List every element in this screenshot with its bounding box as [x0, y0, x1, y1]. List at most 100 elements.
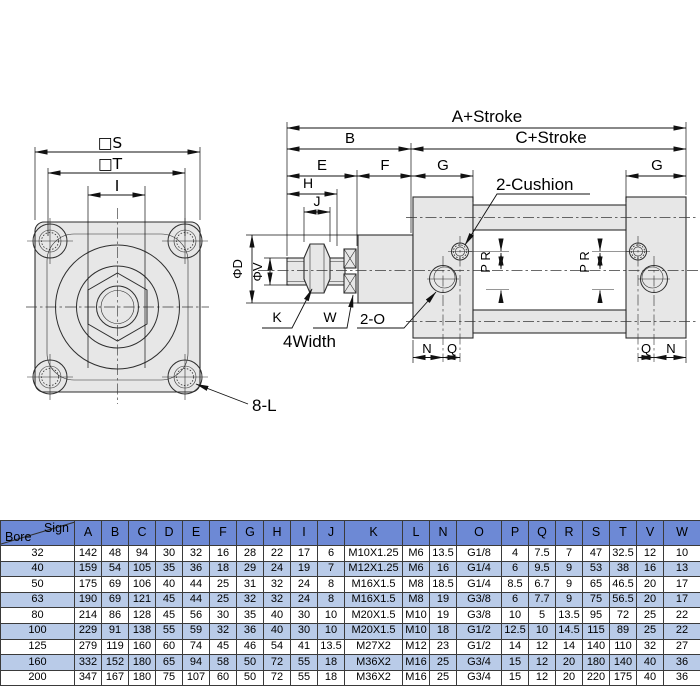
table-cell: 47	[582, 545, 610, 562]
table-cell: 152	[101, 654, 129, 671]
rod-circle-inner	[100, 290, 135, 324]
table-cell: 12.5	[501, 622, 529, 640]
rod-circle-outer	[96, 285, 139, 329]
table-cell: 40	[636, 669, 664, 687]
table-cell: 121	[128, 591, 156, 609]
table-cell: 75	[155, 669, 183, 687]
table-cell: 72	[609, 607, 637, 624]
table-cell: 69	[101, 591, 129, 609]
table-cell: 107	[182, 669, 210, 687]
table-cell: 167	[101, 669, 129, 687]
dim-label-phi-d: ΦD	[230, 259, 245, 279]
table-cell: 54	[101, 560, 129, 578]
table-cell: M8	[402, 576, 430, 593]
table-cell: 15	[501, 654, 529, 671]
table-cell: 45	[209, 638, 237, 656]
table-cell: M16	[402, 669, 430, 687]
table-cell: 10	[663, 545, 700, 562]
port-callout-label: 2-O	[360, 311, 385, 328]
table-cell: 40	[155, 576, 183, 593]
table-cell: 91	[101, 622, 129, 640]
front-boss	[357, 234, 414, 304]
table-cell: G1/4	[456, 560, 502, 578]
dim-label-c-stroke: C+Stroke	[515, 128, 586, 147]
col-header-B: B	[101, 520, 129, 546]
col-header-D: D	[155, 520, 183, 546]
table-cell: 190	[74, 591, 102, 609]
table-cell: 17	[663, 591, 700, 609]
col-header-P: P	[501, 520, 529, 546]
table-cell: 44	[182, 576, 210, 593]
table-cell: 12	[528, 669, 556, 687]
table-cell: 106	[128, 576, 156, 593]
table-cell: 110	[609, 638, 637, 656]
side-view: A+Stroke B C+Stroke E F G G H J ΦD	[230, 107, 698, 363]
table-cell: 74	[182, 638, 210, 656]
table-cell: G3/4	[456, 669, 502, 687]
table-cell: M12X1.25	[344, 560, 403, 578]
table-cell: M10X1.25	[344, 545, 403, 562]
table-cell: 35	[155, 560, 183, 578]
col-header-O: O	[456, 520, 502, 546]
dim-label-t: □T	[98, 155, 123, 173]
table-cell: 19	[429, 607, 457, 624]
wrench-flats	[343, 248, 357, 294]
table-cell: 25	[429, 654, 457, 671]
bore-cell: 125	[0, 638, 75, 656]
table-cell: 19	[290, 560, 318, 578]
dim-label-pr-right: P R	[577, 251, 592, 272]
table-cell: 32.5	[609, 545, 637, 562]
dim-pr-right: P R	[577, 238, 630, 303]
table-cell: 175	[74, 576, 102, 593]
table-cell: 20	[636, 576, 664, 593]
dim-label-h: H	[303, 175, 313, 191]
table-cell: 20	[555, 654, 583, 671]
table-cell: 69	[101, 576, 129, 593]
port-right	[638, 265, 670, 293]
table-cell: 18	[317, 654, 345, 671]
table-cell: 140	[582, 638, 610, 656]
table-cell: M36X2	[344, 669, 403, 687]
table-cell: 59	[182, 622, 210, 640]
flats-callout-label: W	[323, 309, 337, 325]
dim-label-n-left: N	[422, 341, 431, 356]
table-cell: 75	[582, 591, 610, 609]
table-cell: 24	[290, 576, 318, 593]
col-header-H: H	[263, 520, 291, 546]
bore-cell: 200	[0, 669, 75, 687]
technical-drawing: □S □T I 8-L	[26, 107, 698, 415]
table-cell: 60	[155, 638, 183, 656]
table-cell: 105	[128, 560, 156, 578]
dim-label-g-left: G	[437, 157, 449, 174]
table-cell: M16	[402, 654, 430, 671]
table-cell: 12	[528, 638, 556, 656]
table-cell: 41	[290, 638, 318, 656]
col-header-I: I	[290, 520, 318, 546]
table-cell: 119	[101, 638, 129, 656]
table-cell: 95	[582, 607, 610, 624]
table-cell: 32	[263, 591, 291, 609]
table-cell: G3/4	[456, 654, 502, 671]
table-cell: 60	[209, 669, 237, 687]
dim-label-i: I	[115, 177, 120, 195]
table-cell: 13.5	[429, 545, 457, 562]
table-cell: 279	[74, 638, 102, 656]
table-cell: 175	[609, 669, 637, 687]
table-cell: 36	[663, 654, 700, 671]
table-cell: 38	[609, 560, 637, 578]
table-cell: 50	[236, 669, 264, 687]
dim-label-phi-v: ΦV	[250, 262, 265, 281]
table-cell: M36X2	[344, 654, 403, 671]
table-cell: 25	[209, 576, 237, 593]
bolt-callout-label: 8-L	[252, 396, 277, 415]
table-cell: 138	[128, 622, 156, 640]
table-cell: 18.5	[429, 576, 457, 593]
table-cell: 54	[263, 638, 291, 656]
dim-label-g-right: G	[651, 157, 663, 174]
table-cell: 28	[236, 545, 264, 562]
table-cell: 72	[263, 654, 291, 671]
